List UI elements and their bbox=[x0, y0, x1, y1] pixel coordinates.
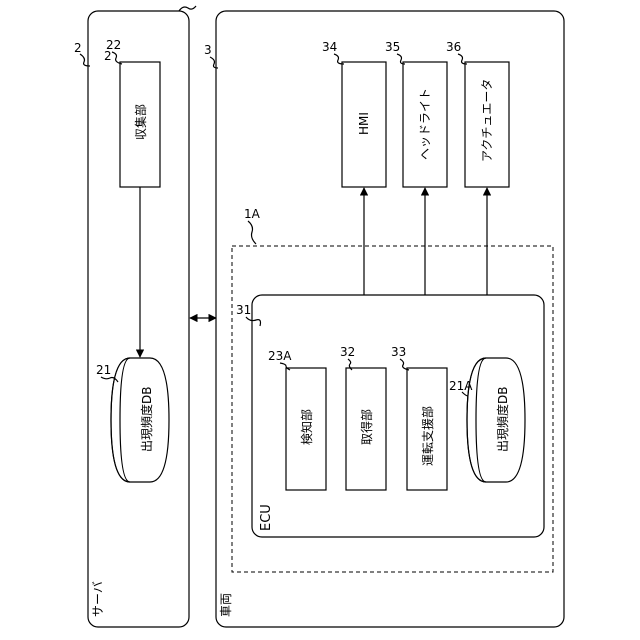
server-frame-numeral: 2 bbox=[74, 41, 82, 55]
collector-ref: 22 bbox=[106, 38, 121, 52]
server-ref-leader bbox=[179, 6, 196, 11]
detector-label: 検知部 bbox=[299, 409, 314, 445]
acquirer-ref: 32 bbox=[340, 345, 355, 359]
server-db-ref: 21 bbox=[96, 363, 111, 377]
server-label: サーバ bbox=[91, 581, 105, 617]
headlight-ref: 35 bbox=[385, 40, 400, 54]
hmi-ref: 34 bbox=[322, 40, 337, 54]
vehicle-frame-numeral: 3 bbox=[204, 43, 212, 57]
headlight-label: ヘッドライト bbox=[418, 88, 432, 160]
actuator-ref: 36 bbox=[446, 40, 461, 54]
hmi-label: HMI bbox=[357, 112, 371, 135]
assist-label: 運転支援部 bbox=[420, 406, 435, 466]
ecu-label: ECU bbox=[259, 504, 274, 531]
vehicle-label: 車両 bbox=[219, 593, 233, 617]
server-db-label: 出現頻度DB bbox=[139, 387, 154, 452]
device-ref: 1A bbox=[244, 207, 261, 221]
actuator-label: アクチュエータ bbox=[480, 79, 494, 162]
assist-ref: 33 bbox=[391, 345, 406, 359]
collector-label: 収集部 bbox=[133, 104, 148, 140]
ecu-db-ref: 21A bbox=[449, 379, 473, 393]
ecu-db-label: 出現頻度DB bbox=[495, 387, 510, 452]
acquirer-label: 取得部 bbox=[359, 409, 374, 445]
ecu-ref: 31 bbox=[236, 303, 251, 317]
detector-ref: 23A bbox=[268, 349, 292, 363]
